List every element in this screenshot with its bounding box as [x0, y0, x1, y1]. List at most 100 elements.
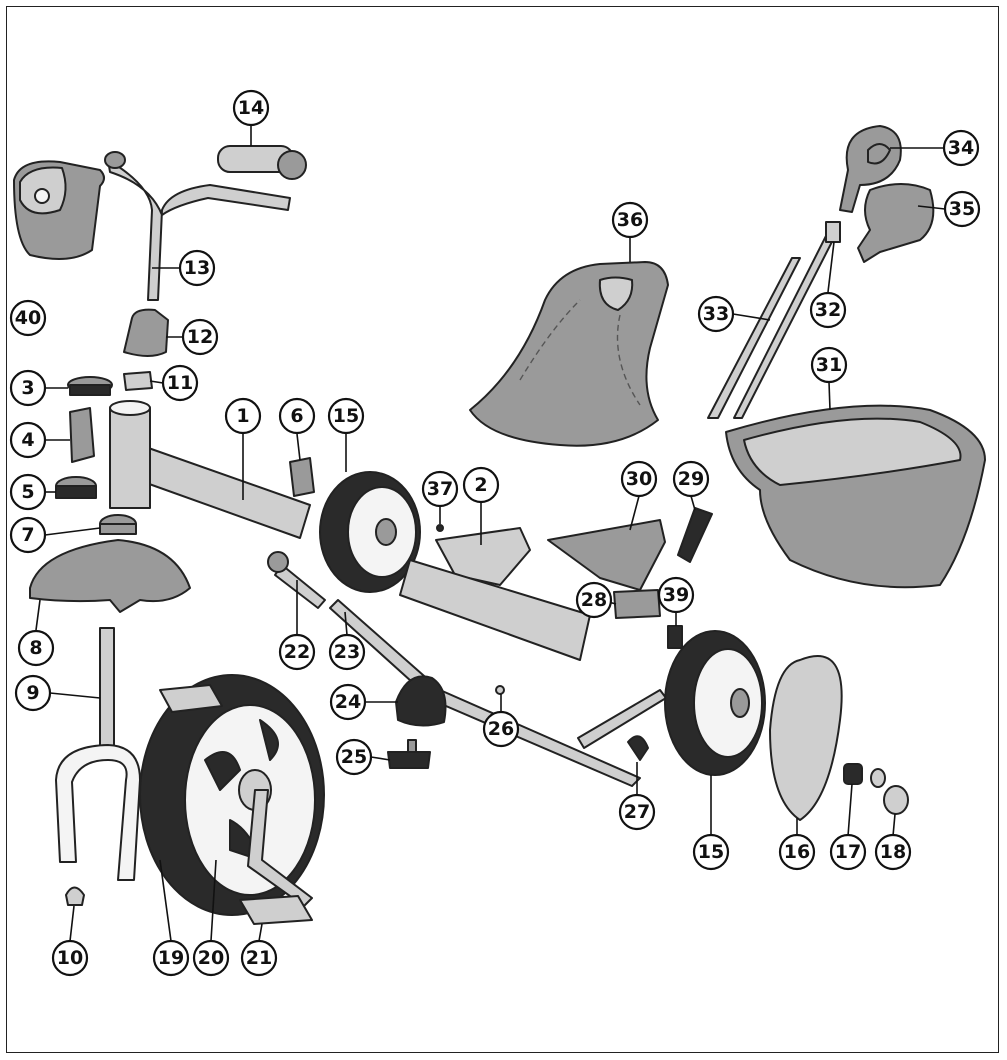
svg-text:17: 17	[835, 841, 861, 863]
callout-27: 27	[618, 793, 656, 831]
svg-text:29: 29	[678, 468, 704, 490]
callout-2: 2	[462, 466, 500, 504]
svg-text:28: 28	[581, 589, 607, 611]
svg-text:12: 12	[187, 326, 213, 348]
callout-15-left: 15	[327, 397, 365, 435]
part-8-front-fender	[29, 539, 191, 613]
callout-4: 4	[9, 421, 47, 459]
svg-text:10: 10	[57, 947, 83, 969]
svg-text:6: 6	[290, 405, 303, 427]
callout-19: 19	[152, 939, 190, 977]
part-22-stub-axle	[267, 551, 326, 609]
svg-text:35: 35	[949, 198, 975, 220]
svg-text:15: 15	[698, 841, 724, 863]
callout-7: 7	[9, 516, 47, 554]
svg-text:8: 8	[29, 637, 42, 659]
part-37-screw	[436, 524, 444, 532]
part-18-end-cap	[883, 785, 909, 815]
svg-text:14: 14	[238, 97, 264, 119]
callout-8: 8	[17, 629, 55, 667]
part-11-small-clamp	[123, 371, 153, 391]
part-14-handle-grip	[217, 145, 307, 180]
part-13-handlebar	[104, 151, 291, 301]
diagram-frame	[6, 6, 999, 1053]
part-16-hub-cap	[769, 655, 843, 821]
callout-24: 24	[329, 683, 367, 721]
part-2-seat-bracket	[435, 527, 531, 586]
part-17-bushing	[843, 763, 863, 785]
svg-text:20: 20	[198, 947, 224, 969]
part-1-main-frame	[109, 400, 311, 539]
pedal-upper	[159, 684, 223, 713]
svg-text:23: 23	[334, 641, 360, 663]
callout-33: 33	[697, 295, 735, 333]
callout-14: 14	[232, 89, 270, 127]
callout-26: 26	[482, 710, 520, 748]
washer	[870, 768, 886, 788]
callout-32: 32	[809, 291, 847, 329]
svg-text:26: 26	[488, 718, 514, 740]
callout-31: 31	[810, 346, 848, 384]
svg-text:22: 22	[284, 641, 310, 663]
callout-23: 23	[328, 633, 366, 671]
svg-text:11: 11	[167, 372, 193, 394]
rear-axle-housing	[399, 559, 591, 661]
part-34-push-handle	[839, 125, 902, 213]
callout-9: 9	[14, 674, 52, 712]
svg-text:5: 5	[21, 481, 34, 503]
part-6-frame-clip	[289, 457, 315, 497]
svg-text:19: 19	[158, 947, 184, 969]
callout-5: 5	[9, 473, 47, 511]
part-7-head-nut	[99, 514, 137, 535]
svg-text:21: 21	[246, 947, 272, 969]
part-3-top-bearing	[67, 376, 113, 396]
pedal-crank	[247, 789, 313, 907]
svg-text:4: 4	[21, 429, 34, 451]
callout-35: 35	[943, 190, 981, 228]
svg-text:3: 3	[21, 377, 34, 399]
part-36-seat	[469, 261, 669, 447]
part-29-brake-lever	[677, 507, 713, 563]
part-24-adjust-knob	[395, 675, 447, 727]
callout-34: 34	[942, 129, 980, 167]
callout-13: 13	[178, 249, 216, 287]
svg-text:34: 34	[948, 137, 974, 159]
callout-21: 21	[240, 939, 278, 977]
callout-17: 17	[829, 833, 867, 871]
callout-10: 10	[51, 939, 89, 977]
callout-25: 25	[335, 738, 373, 776]
part-9-front-fork	[55, 627, 141, 881]
part-12-stem-clamp	[123, 308, 169, 357]
svg-text:2: 2	[474, 474, 487, 496]
svg-text:27: 27	[624, 801, 650, 823]
svg-text:9: 9	[26, 682, 39, 704]
svg-text:16: 16	[784, 841, 810, 863]
callout-18: 18	[874, 833, 912, 871]
callout-15-right: 15	[692, 833, 730, 871]
callout-37: 37	[421, 470, 459, 508]
svg-text:13: 13	[184, 257, 210, 279]
callout-16: 16	[778, 833, 816, 871]
callout-28: 28	[575, 581, 613, 619]
svg-text:25: 25	[341, 746, 367, 768]
callout-22: 22	[278, 633, 316, 671]
svg-text:7: 7	[21, 524, 34, 546]
svg-text:1: 1	[236, 405, 249, 427]
svg-text:15: 15	[333, 405, 359, 427]
svg-text:30: 30	[626, 468, 652, 490]
svg-text:24: 24	[335, 691, 361, 713]
svg-text:31: 31	[816, 354, 842, 376]
part-30-rear-tray	[547, 519, 666, 591]
svg-text:40: 40	[15, 307, 41, 329]
part-5-lower-bearing	[55, 476, 97, 499]
callout-40: 40	[9, 299, 47, 337]
svg-text:18: 18	[880, 841, 906, 863]
callout-29: 29	[672, 460, 710, 498]
part-35-handle-ring	[857, 183, 935, 263]
part-25-bolt	[387, 739, 431, 769]
callout-39: 39	[657, 576, 695, 614]
part-31-rear-basket	[725, 404, 986, 589]
part-27-axle-clip	[627, 735, 649, 761]
part-10-axle-cap	[65, 886, 85, 906]
